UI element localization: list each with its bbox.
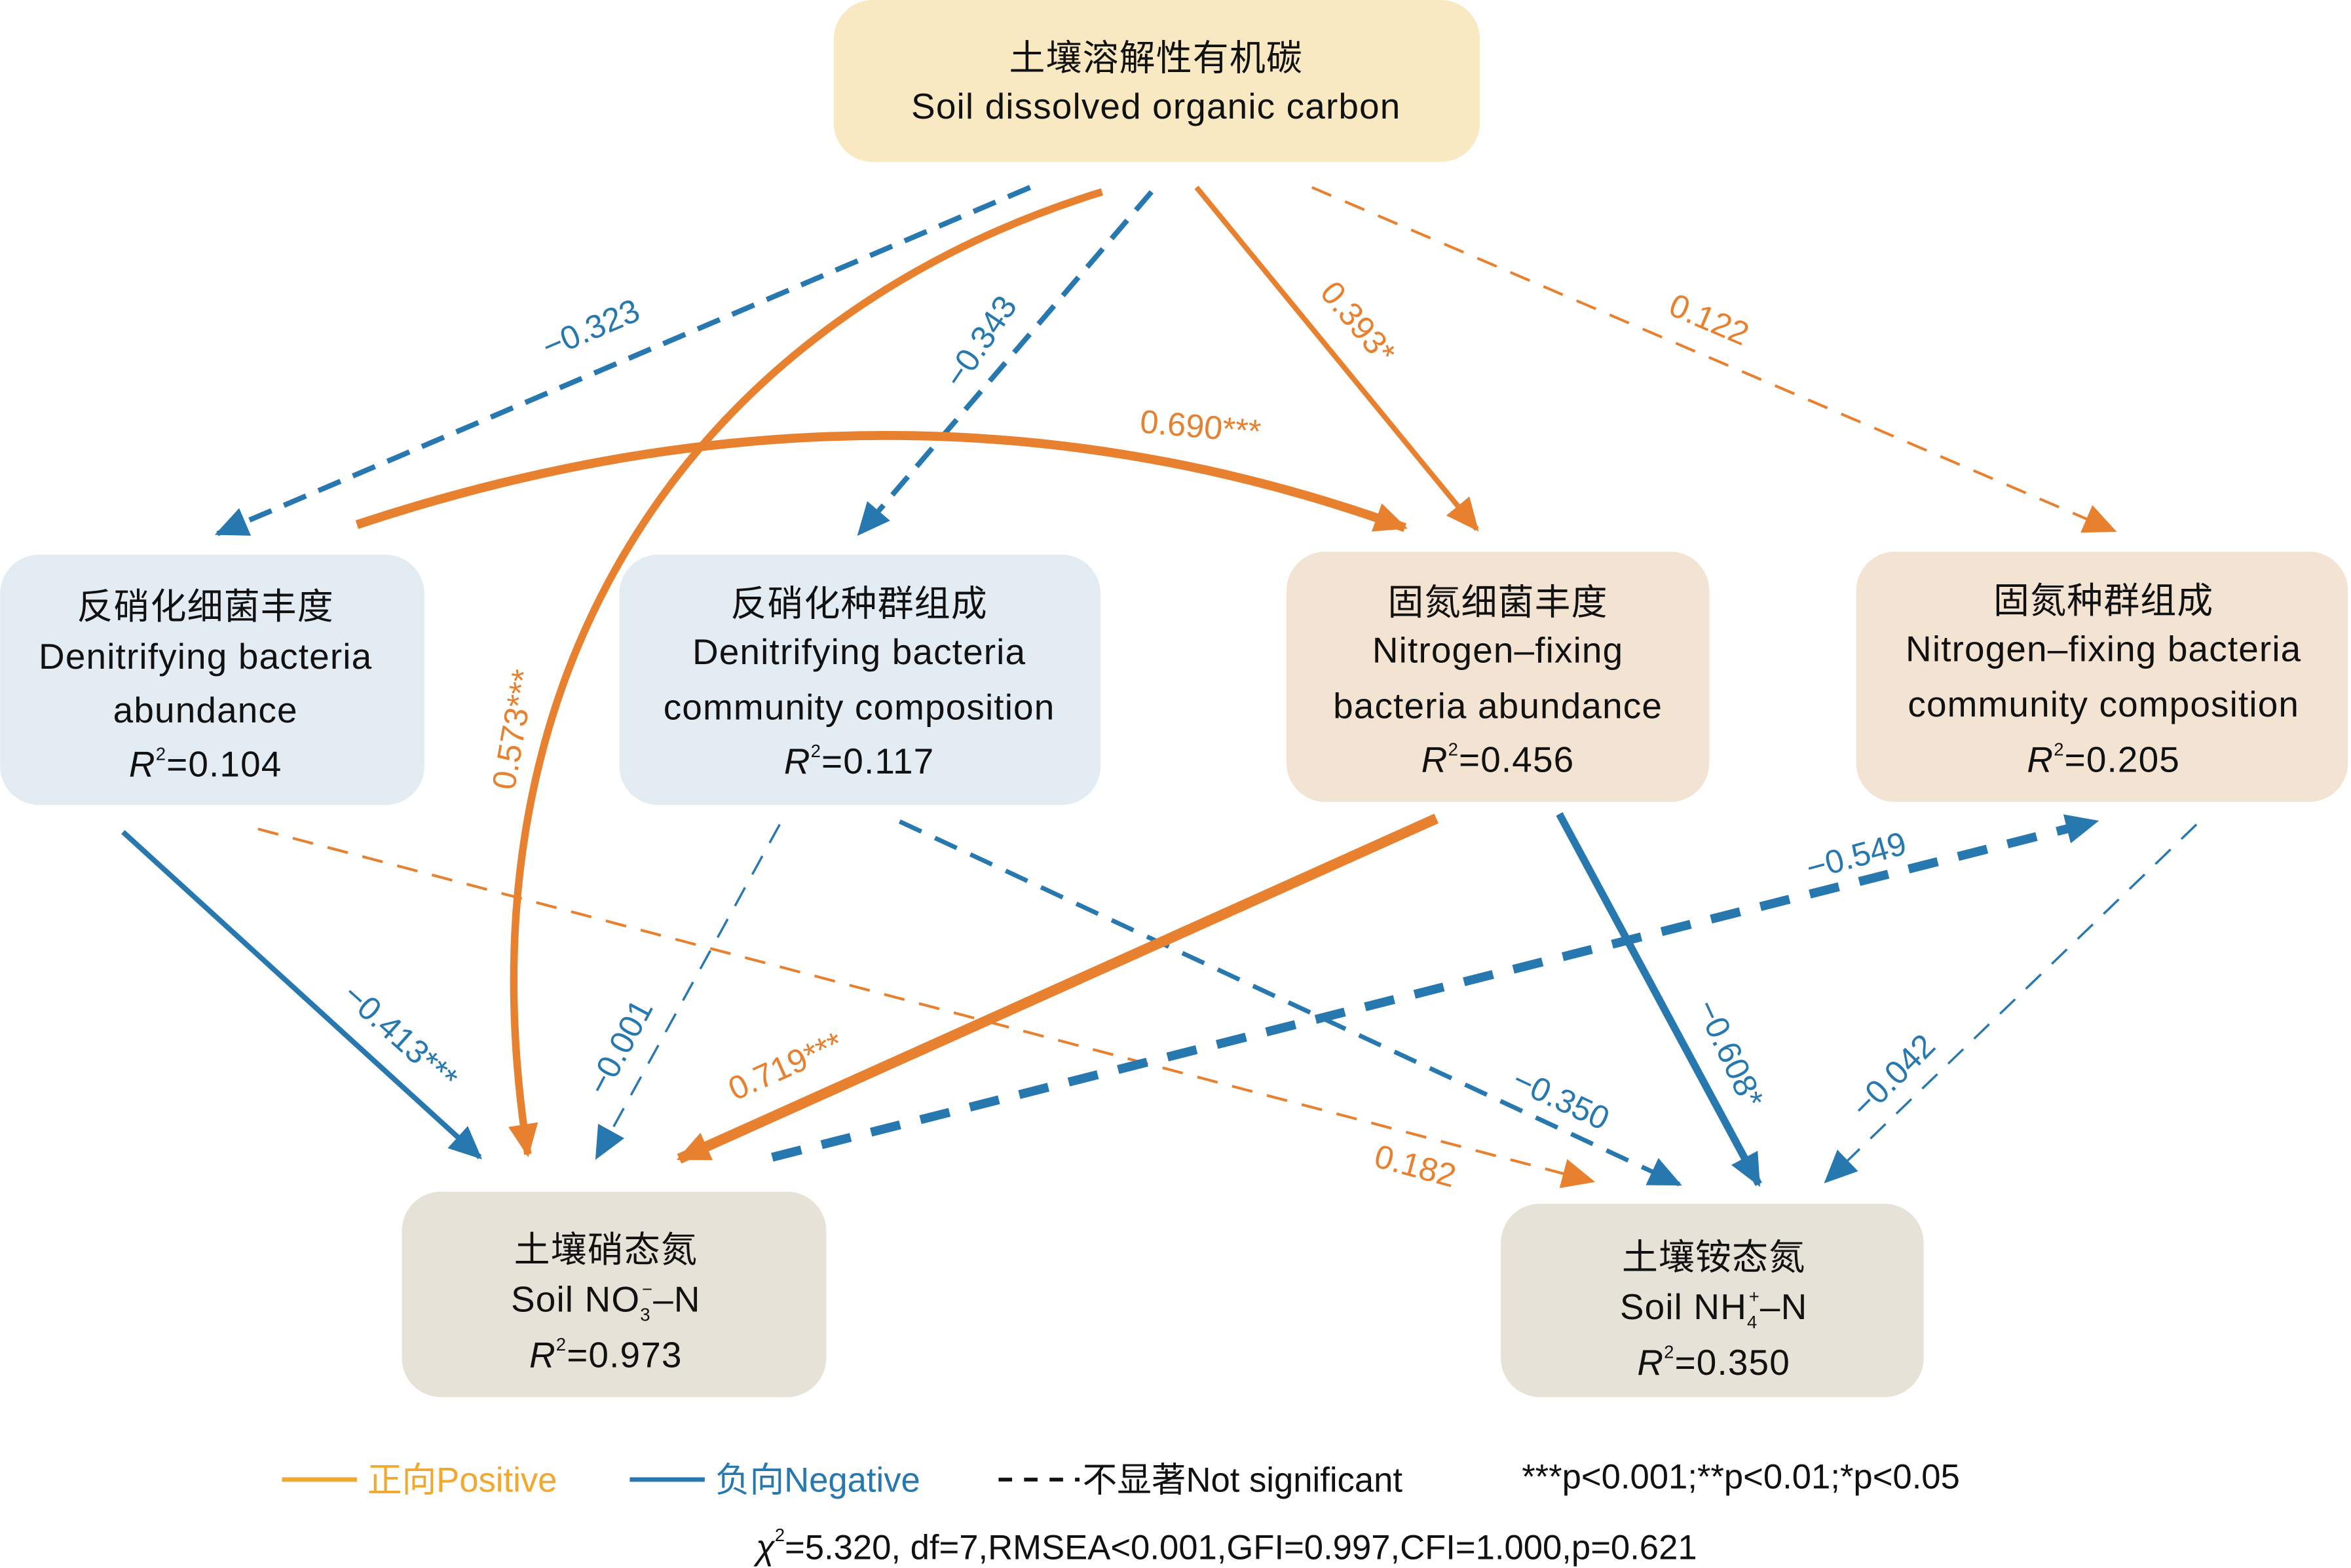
edge-doc-nfix-comp: [1311, 186, 2117, 533]
node-label-en: Denitrifying bacteria: [692, 631, 1026, 672]
node-r2: R2=0.973: [529, 1334, 683, 1375]
edge-no3-nfix-comp: [771, 814, 2099, 1162]
edge-doc-den-comp: [857, 190, 1154, 536]
node-denitrifying-composition: 反硝化种群组成 Denitrifying bacteria community …: [619, 554, 1101, 806]
node-label-zh: 固氮种群组成: [1993, 580, 2213, 621]
edge-label: −0.343: [936, 289, 1024, 394]
node-label-zh: 反硝化种群组成: [730, 584, 987, 624]
node-label-en: Soil NH4+–N: [1620, 1286, 1807, 1332]
edge-label: −0.413***: [336, 975, 465, 1097]
edge-nfix-abund-no3: [676, 813, 1439, 1164]
node-nfixing-abundance: 固氮细菌丰度 Nitrogen–fixing bacteria abundanc…: [1286, 551, 1710, 802]
node-r2: R2=0.104: [129, 743, 282, 784]
node-label-en: Soil dissolved organic carbon: [911, 86, 1401, 126]
node-label-zh: 反硝化细菌丰度: [77, 586, 334, 627]
node-r2: R2=0.350: [1637, 1342, 1790, 1383]
legend-positive-label: 正向Positive: [367, 1461, 557, 1499]
node-label-en: community composition: [664, 687, 1055, 728]
edge-den-abund-nfix-abund: [355, 431, 1408, 532]
edge-nfix-comp-nh4: [1824, 823, 2198, 1184]
edge-label: −0.608*: [1689, 994, 1771, 1113]
edge-label: −0.001: [579, 993, 660, 1100]
edge-nfix-abund-nh4: [1556, 812, 1762, 1187]
node-nfixing-composition: 固氮种群组成 Nitrogen–fixing bacteria communit…: [1856, 551, 2348, 802]
node-label-zh: 土壤溶解性有机碳: [1009, 38, 1303, 79]
edge-label: 0.182: [1370, 1137, 1459, 1195]
node-label-en: abundance: [113, 690, 298, 730]
edge-den-comp-no3: [595, 823, 781, 1160]
edge-doc-nfix-abund: [1194, 185, 1479, 532]
node-label-en: bacteria abundance: [1333, 685, 1663, 726]
node-r2: R2=0.117: [784, 741, 934, 781]
edge-den-comp-nh4: [898, 819, 1682, 1187]
node-r2: R2=0.205: [2027, 739, 2180, 780]
node-soil-no3: 土壤硝态氮 Soil NO3−–N R2=0.973: [402, 1191, 827, 1398]
node-soil-nh4: 土壤铵态氮 Soil NH4+–N R2=0.350: [1501, 1203, 1924, 1398]
node-label-en: community composition: [1908, 684, 2299, 724]
node-r2: R2=0.456: [1421, 739, 1575, 780]
edge-label: −0.549: [1802, 824, 1910, 886]
model-fit-statistics: χ2=5.320, df=7,RMSEA<0.001,GFI=0.997,CFI…: [753, 1525, 1697, 1567]
edge-label: 0.690***: [1138, 402, 1262, 450]
legend-negative-label: 负向Negative: [715, 1461, 920, 1499]
node-label-en: Denitrifying bacteria: [39, 636, 372, 677]
node-label-zh: 土壤铵态氮: [1622, 1237, 1805, 1278]
legend-significance: ***p<0.001;**p<0.01;*p<0.05: [1522, 1458, 1960, 1497]
edge-den-abund-nh4: [257, 827, 1596, 1188]
edge-doc-no3: [508, 188, 1104, 1157]
node-label-en: Nitrogen–fixing: [1372, 630, 1623, 671]
node-soil-doc: 土壤溶解性有机碳 Soil dissolved organic carbon: [833, 0, 1480, 162]
node-label-zh: 土壤硝态氮: [514, 1229, 698, 1270]
node-label-en: Nitrogen–fixing bacteria: [1906, 628, 2301, 669]
legend-ns-label: 不显著Not significant: [1083, 1461, 1403, 1499]
node-label-en: Soil NO3−–N: [511, 1279, 701, 1324]
legend: 正向Positive 负向Negative 不显著Not significant…: [282, 1458, 1960, 1567]
edge-label: −0.323: [536, 291, 645, 365]
node-label-zh: 固氮细菌丰度: [1387, 582, 1608, 622]
edge-label: 0.393*: [1313, 274, 1403, 371]
node-denitrifying-abundance: 反硝化细菌丰度 Denitrifying bacteria abundance …: [0, 554, 424, 806]
edge-label: −0.042: [1844, 1026, 1942, 1125]
edge-label: −0.350: [1507, 1060, 1615, 1137]
edge-den-abund-no3: [121, 830, 482, 1159]
edge-doc-den-abund: [214, 185, 1032, 536]
